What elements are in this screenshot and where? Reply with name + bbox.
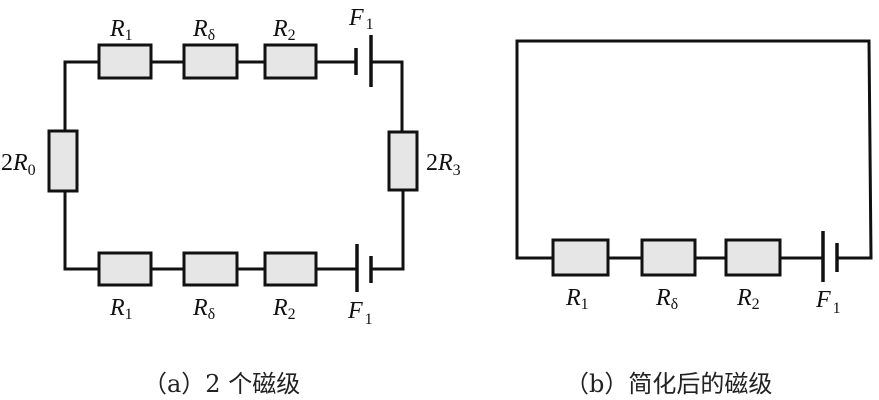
resistor-b-r1	[551, 238, 610, 277]
wire-b-loop	[515, 39, 873, 260]
label-b-r1: R1	[565, 285, 589, 313]
resistor-a-top-r2	[263, 43, 318, 80]
label-a-bot-rdelta: Rδ	[192, 295, 215, 323]
label-a-top-rdelta: Rδ	[192, 16, 215, 44]
label-a-bot-r2: R2	[272, 295, 296, 323]
wire-a-top-left	[63, 60, 101, 133]
label-a-bot-r1: R1	[109, 295, 133, 323]
label-b-rdelta: Rδ	[655, 285, 678, 313]
label-a-top-r1: R1	[109, 16, 133, 44]
label-a-left-2r0: 2R0	[1, 150, 36, 179]
caption-a: （a）2 个磁级	[143, 370, 300, 398]
resistor-a-bot-rdelta	[182, 251, 239, 287]
resistor-a-bot-r2	[263, 251, 318, 287]
resistor-a-top-r1	[97, 43, 153, 80]
wire-a-top-right	[369, 60, 404, 134]
resistor-a-left-2r0	[47, 129, 79, 193]
label-b-r2: R2	[736, 285, 760, 313]
resistor-a-right-2r3	[387, 130, 419, 192]
resistor-b-rdelta	[640, 238, 697, 277]
label-a-right-2r3: 2R3	[426, 150, 461, 179]
caption-b: （b）简化后的磁级	[565, 370, 772, 398]
resistor-a-top-rdelta	[182, 43, 239, 80]
resistor-b-r2	[724, 238, 782, 277]
resistor-a-bot-r1	[97, 251, 153, 287]
label-a-top-r2: R2	[272, 16, 296, 44]
